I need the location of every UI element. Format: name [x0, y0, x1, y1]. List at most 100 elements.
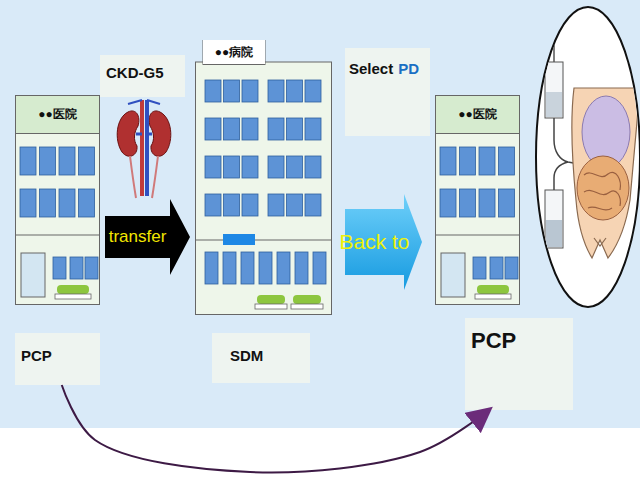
kidney-illustration: [117, 100, 171, 198]
role-label: PCP: [465, 318, 573, 410]
shrub: [257, 295, 285, 304]
window: [20, 147, 36, 175]
planter: [291, 304, 323, 309]
building-sign: ●●病院: [203, 40, 265, 64]
window: [40, 147, 56, 175]
dialysate-bag: [545, 62, 563, 118]
role-label: PCP: [15, 333, 100, 385]
label-text: PCP: [21, 347, 52, 364]
window: [20, 189, 36, 217]
transfer-arrow: [105, 199, 190, 275]
window: [287, 156, 303, 178]
label-text: PD: [398, 60, 419, 77]
building-outline: [195, 40, 332, 315]
label-text-area: PCP: [15, 333, 100, 385]
window: [70, 257, 83, 279]
window: [490, 257, 503, 279]
window: [53, 257, 66, 279]
artery-line: [140, 100, 144, 196]
drain-bag: [545, 190, 563, 248]
vessel-branch: [128, 100, 160, 104]
background-strip: [0, 428, 640, 480]
entrance-door: [441, 253, 465, 297]
hospital-building: ●●病院: [195, 40, 332, 315]
torso-shape: [572, 88, 640, 258]
label-text-area: CKD-G5: [100, 55, 185, 97]
window: [205, 80, 221, 102]
clinic-building: ●●医院: [15, 95, 100, 305]
label-text: CKD-G5: [106, 64, 164, 81]
building-sign: ●●医院: [439, 101, 516, 127]
window: [479, 189, 495, 217]
planter: [55, 294, 91, 299]
building-outline: [15, 95, 100, 305]
intestine-shape: [577, 156, 629, 220]
sign-text: ●●病院: [215, 44, 254, 61]
arrow-label: transfer: [109, 227, 167, 247]
window: [305, 80, 321, 102]
window: [224, 80, 240, 102]
building-sign: ●●医院: [19, 101, 96, 127]
building-body: [16, 96, 100, 305]
window: [79, 189, 95, 217]
building-body: [436, 96, 520, 305]
label-text-area: SelectPD: [345, 48, 430, 136]
sign-tab: [203, 41, 265, 65]
window: [305, 118, 321, 140]
bag-fluid: [546, 220, 562, 247]
window: [460, 147, 476, 175]
pd-illustration: [536, 7, 640, 307]
window: [473, 257, 486, 279]
label-text-area: SDM: [212, 333, 310, 383]
choice-label: SelectPD: [345, 48, 430, 136]
entrance-door: [21, 253, 45, 297]
window: [277, 252, 290, 284]
window: [287, 194, 303, 216]
arrow-label: Back to: [339, 230, 409, 254]
ureter-line: [130, 156, 158, 198]
kidney-shape: [149, 111, 171, 156]
window: [224, 118, 240, 140]
window: [268, 194, 284, 216]
role-label: SDM: [212, 333, 310, 383]
window: [224, 194, 240, 216]
label-text-area: PCP: [465, 318, 573, 410]
window: [268, 80, 284, 102]
renal-vessel: [136, 133, 152, 136]
tube-line: [554, 162, 568, 190]
hanger-line: [553, 40, 555, 62]
shrub: [293, 295, 321, 304]
roof-band: [16, 96, 100, 134]
window: [205, 156, 221, 178]
window: [79, 147, 95, 175]
sign-text: ●●医院: [38, 106, 77, 123]
label-text: SDM: [230, 347, 263, 364]
window: [295, 252, 308, 284]
window: [59, 147, 75, 175]
window: [287, 118, 303, 140]
window: [242, 156, 258, 178]
window: [242, 118, 258, 140]
window: [499, 189, 515, 217]
window: [205, 252, 218, 284]
building-outline: [435, 95, 520, 305]
window: [268, 156, 284, 178]
window: [205, 118, 221, 140]
window: [40, 189, 56, 217]
window: [460, 189, 476, 217]
building-body: [196, 62, 332, 315]
window: [499, 147, 515, 175]
window: [242, 194, 258, 216]
window: [305, 156, 321, 178]
entrance-canopy: [223, 234, 255, 245]
window: [305, 194, 321, 216]
stage-label: CKD-G5: [100, 55, 185, 97]
label-text: PCP: [471, 328, 516, 353]
floor-line: [435, 235, 520, 236]
floor-line: [15, 235, 100, 236]
bag-fluid: [546, 92, 562, 117]
window: [313, 252, 326, 284]
vein-line: [145, 100, 149, 196]
shrub: [57, 285, 89, 294]
planter: [255, 304, 287, 309]
